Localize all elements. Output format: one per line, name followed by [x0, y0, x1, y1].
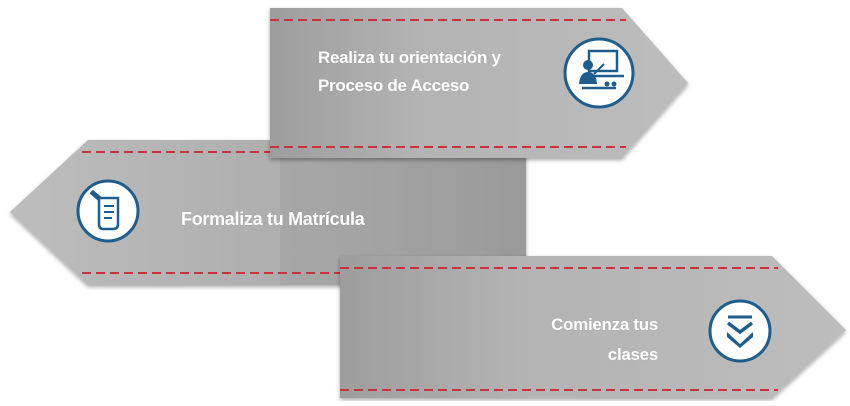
step-2-arrow-shape [10, 140, 526, 285]
step-1-label: Realiza tu orientación y Proceso de Acce… [318, 44, 501, 100]
step-2-label: Formaliza tu Matrícula [181, 205, 365, 233]
step-3-arrow [340, 256, 846, 398]
step-3-arrow-shape [340, 256, 846, 398]
document-pen-icon [76, 179, 140, 243]
step-1-label-line-2: Proceso de Acceso [318, 76, 470, 95]
step-3-label-line-1: Comienza tus [551, 315, 658, 334]
step-2-label-line-1: Formaliza tu Matrícula [181, 209, 365, 229]
presentation-teacher-icon [563, 37, 635, 109]
step-1-label-line-1: Realiza tu orientación y [318, 48, 501, 67]
step-3-label-line-2: clases [607, 345, 659, 364]
chevrons-down-icon [708, 299, 772, 363]
step-3-label: Comienza tus clases [486, 310, 658, 370]
